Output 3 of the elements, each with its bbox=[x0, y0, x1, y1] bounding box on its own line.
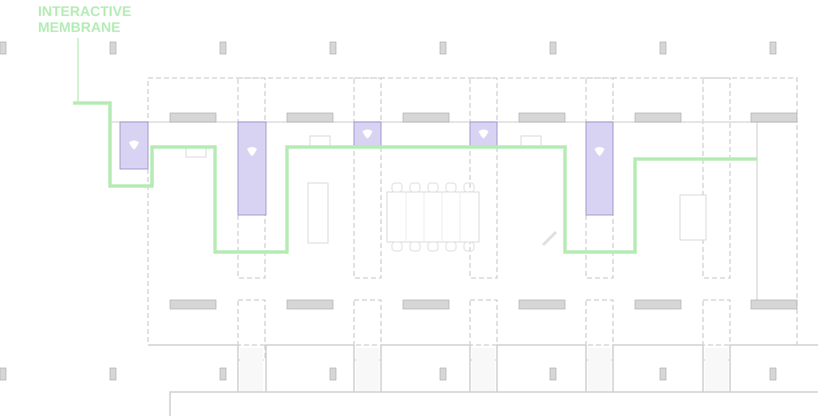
callout-label: INTERACTIVE MEMBRANE bbox=[38, 3, 134, 35]
leader-line bbox=[77, 38, 79, 102]
membrane-line bbox=[73, 101, 757, 254]
